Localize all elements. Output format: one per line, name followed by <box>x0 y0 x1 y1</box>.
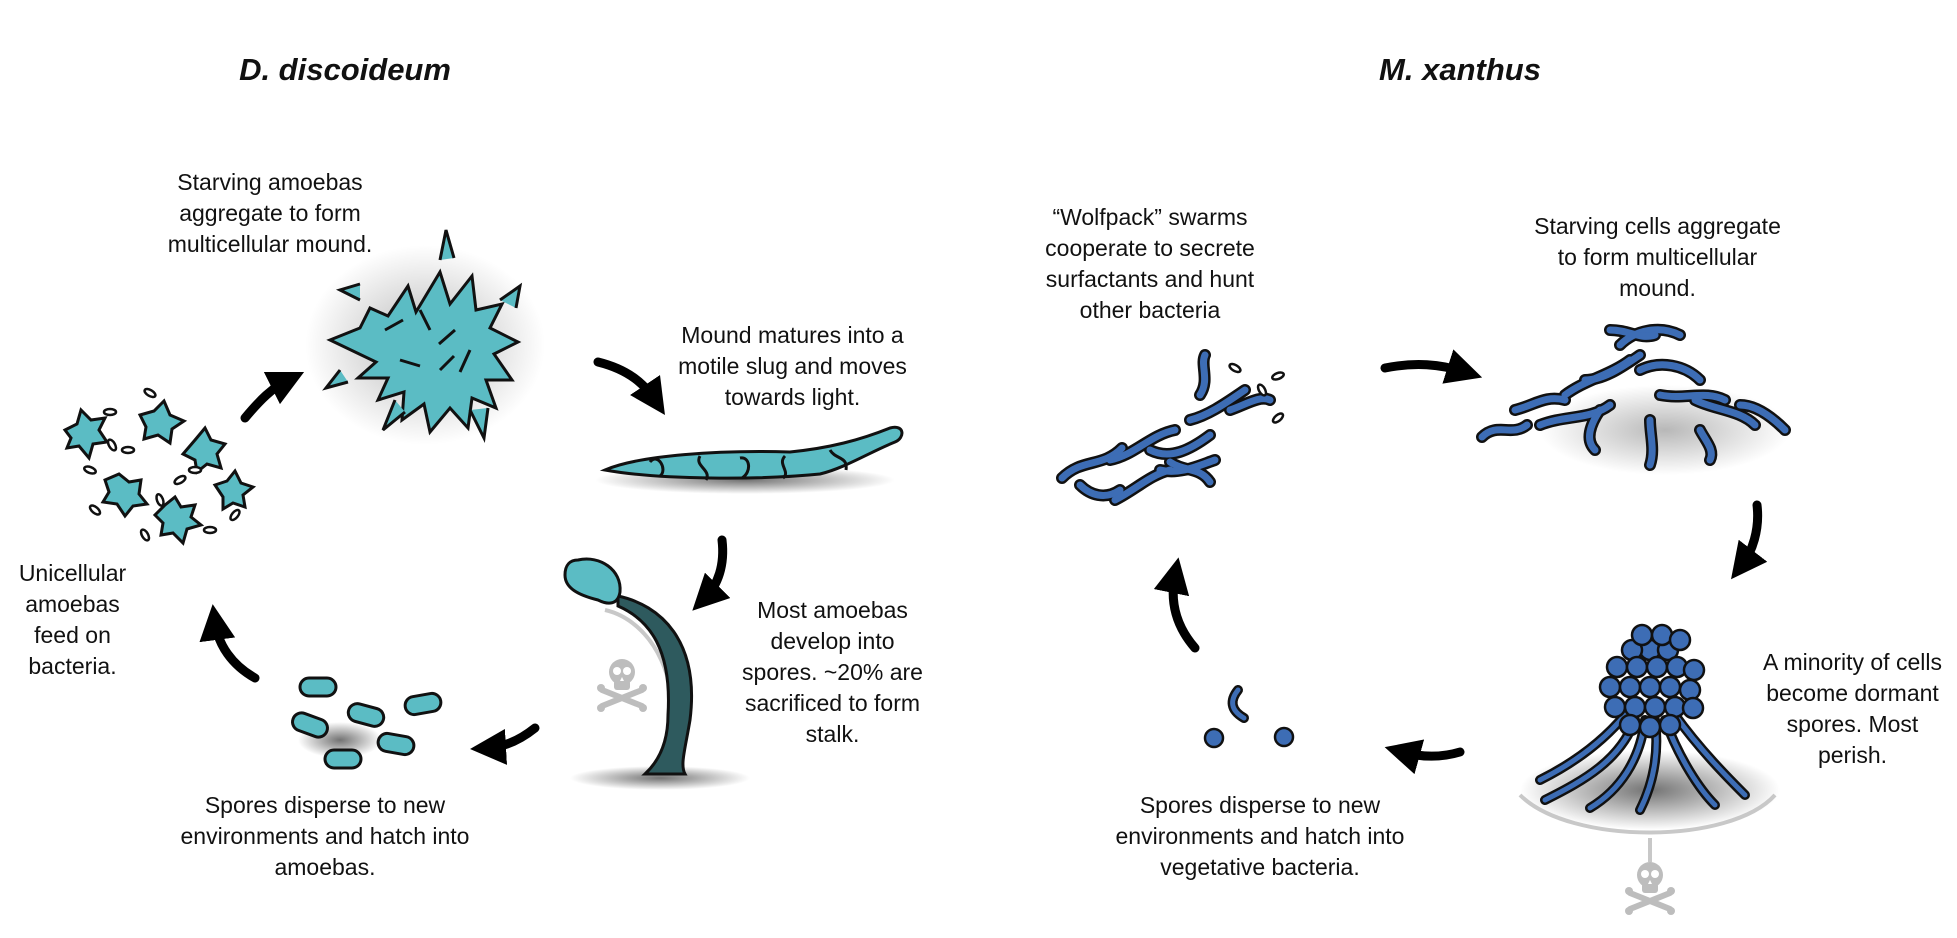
caption-disperse-bacteria: Spores disperse to new environments and … <box>1115 792 1405 880</box>
bacteria-aggregate-mound-icon <box>1476 323 1791 471</box>
bacteria-spores-dispersed-icon <box>1203 685 1295 749</box>
right-panel-title: M. xanthus <box>1379 52 1541 87</box>
slug-icon <box>599 425 904 481</box>
bacteria-fruiting-body-icon <box>1518 623 1777 862</box>
caption-slug: Mound matures into a motile slug and mov… <box>678 322 907 410</box>
caption-stalk: Most amoebas develop into spores. ~20% a… <box>742 597 923 747</box>
fruiting-body-icon <box>563 557 693 776</box>
skull-crossbones-icon <box>1625 862 1675 915</box>
amoeba-aggregate-mound-icon <box>322 229 523 444</box>
skull-crossbones-icon <box>597 659 647 712</box>
caption-aggregate-amoebas: Starving amoebas aggregate to form multi… <box>167 169 373 257</box>
left-panel-title: D. discoideum <box>239 52 451 87</box>
caption-disperse-amoebas: Spores disperse to new environments and … <box>180 792 470 880</box>
caption-dormant-spores: A minority of cells become dormant spore… <box>1763 649 1942 768</box>
caption-feed: Unicellular amoebas feed on bacteria. <box>18 560 127 679</box>
bacteria-dots-icon <box>83 387 241 542</box>
cycle-arrow-icon <box>199 357 731 765</box>
wolfpack-swarm-icon <box>1056 349 1285 506</box>
spores-dispersed-icon <box>291 676 443 770</box>
cycle-arrow-icon <box>1153 349 1768 775</box>
caption-wolfpack: “Wolfpack” swarms cooperate to secrete s… <box>1045 204 1255 323</box>
amoebas-feeding-icon <box>62 398 257 546</box>
caption-aggregate-cells: Starving cells aggregate to form multice… <box>1534 213 1781 301</box>
